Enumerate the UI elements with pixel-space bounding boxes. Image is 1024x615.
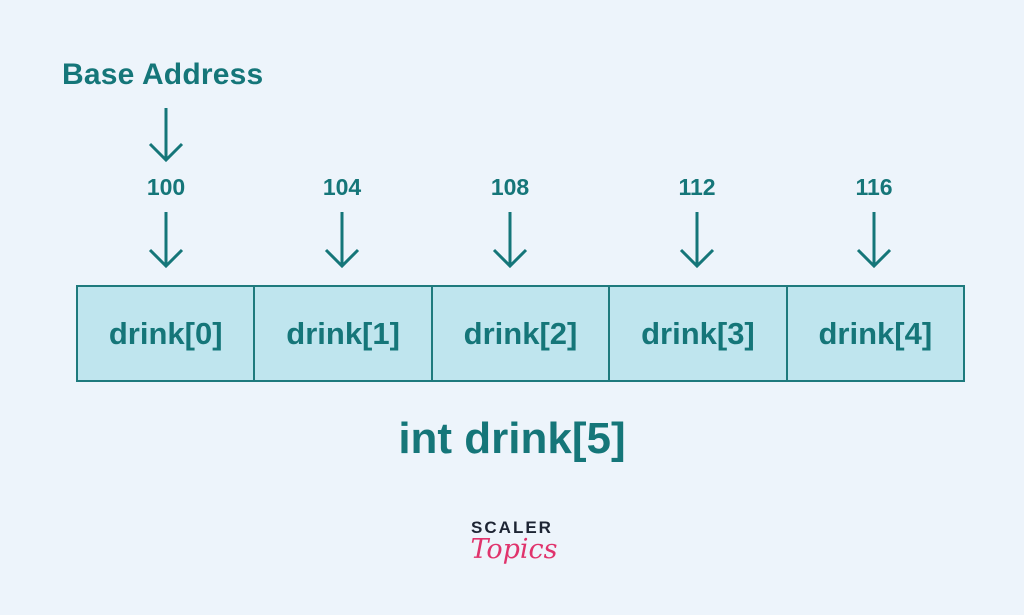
arrow-down-icon — [146, 106, 186, 164]
array-cell-0: drink[0] — [78, 287, 256, 380]
array-cell-1: drink[1] — [255, 287, 433, 380]
arrow-down-icon — [322, 210, 362, 268]
address-label-4: 116 — [855, 174, 893, 200]
array-cell-2: drink[2] — [433, 287, 611, 380]
arrow-down-icon — [490, 210, 530, 268]
base-address-label: Base Address — [62, 58, 264, 91]
address-label-1: 104 — [322, 174, 362, 200]
address-label-3: 112 — [678, 174, 716, 200]
logo-scaler-text: SCALER — [471, 518, 553, 537]
scaler-topics-logo: SCALER Topics — [462, 518, 562, 565]
address-label-2: 108 — [490, 174, 530, 200]
array-memory-block: drink[0] drink[1] drink[2] drink[3] drin… — [76, 285, 965, 382]
arrow-down-icon — [677, 210, 717, 268]
arrow-down-icon — [854, 210, 894, 268]
array-cell-3: drink[3] — [610, 287, 788, 380]
address-label-0: 100 — [146, 174, 186, 200]
array-declaration: int drink[5] — [398, 414, 626, 463]
arrow-down-icon — [146, 210, 186, 268]
array-cell-4: drink[4] — [818, 315, 933, 351]
logo-topics-text: Topics — [470, 534, 558, 565]
